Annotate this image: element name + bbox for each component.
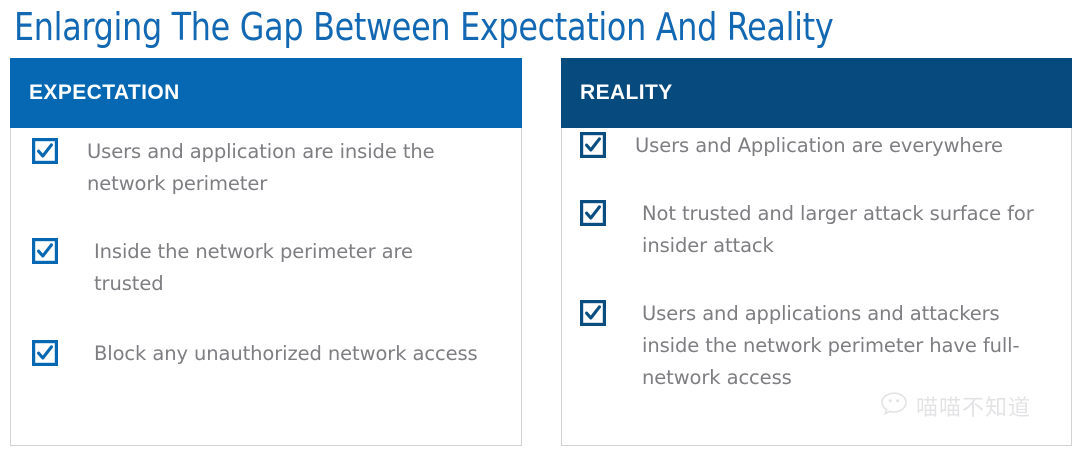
list-item[interactable]: Users and applications and attackers ins… (580, 298, 1050, 394)
list-item-label: Users and Application are everywhere (635, 134, 1003, 157)
list-item-label: Block any unauthorized network access (94, 342, 478, 365)
card-header-label-expectation: EXPECTATION (29, 81, 180, 104)
card-reality: REALITY Users and Application are everyw… (561, 58, 1072, 446)
card-header-expectation: EXPECTATION (10, 58, 522, 128)
checkbox-checked-icon[interactable] (580, 300, 606, 326)
checkbox-checked-icon[interactable] (580, 200, 606, 226)
checkbox-checked-icon[interactable] (32, 138, 58, 164)
card-body-reality: Users and Application are everywhere Not… (562, 128, 1071, 444)
checkbox-checked-icon[interactable] (580, 132, 606, 158)
list-item-label: Users and applications and attackers ins… (642, 302, 1020, 389)
page-title: Enlarging The Gap Between Expectation An… (14, 5, 834, 49)
card-expectation: EXPECTATION Users and application are in… (10, 58, 522, 446)
list-item-label: Users and application are inside the net… (87, 140, 435, 195)
list-item[interactable]: Users and application are inside the net… (32, 136, 472, 200)
card-header-reality: REALITY (561, 58, 1072, 128)
list-item[interactable]: Not trusted and larger attack surface fo… (580, 198, 1050, 262)
list-item[interactable]: Block any unauthorized network access (32, 338, 492, 370)
list-item[interactable]: Users and Application are everywhere (580, 130, 1050, 162)
card-header-label-reality: REALITY (580, 81, 673, 104)
list-item-label: Not trusted and larger attack surface fo… (642, 202, 1034, 257)
checkbox-checked-icon[interactable] (32, 238, 58, 264)
list-item[interactable]: Inside the network perimeter are trusted (32, 236, 472, 300)
card-body-expectation: Users and application are inside the net… (11, 128, 521, 444)
list-item-label: Inside the network perimeter are trusted (94, 240, 413, 295)
checkbox-checked-icon[interactable] (32, 340, 58, 366)
